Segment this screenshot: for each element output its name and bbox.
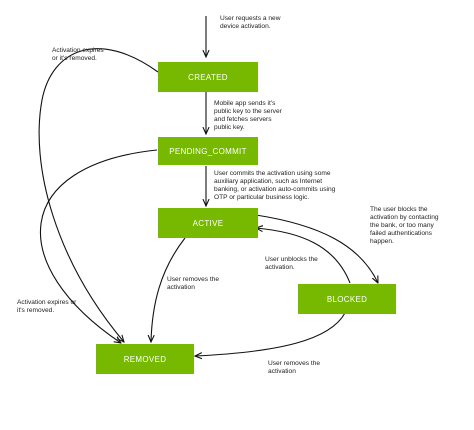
note-remove-from-active: User removes the activation [167, 276, 220, 291]
state-removed: REMOVED [96, 344, 194, 374]
note-activation-expires-top: Activation expires or it's removed. [52, 47, 104, 62]
note-remove-from-blocked: User removes the activation [268, 360, 321, 375]
note-block-activation: The user blocks the activation by contac… [370, 206, 439, 245]
note-commit-activation: User commits the activation using some a… [214, 170, 336, 201]
state-active: ACTIVE [158, 208, 258, 238]
state-created: CREATED [158, 62, 258, 92]
arrow-created-to-removed [38, 48, 159, 342]
note-key-exchange: Mobile app sends it's public key to the … [214, 100, 282, 131]
arrow-blocked-to-removed [195, 312, 346, 356]
note-activation-expires-left: Activation expires or it's removed. [17, 299, 77, 314]
arrow-pending-commit-to-removed [39, 149, 158, 343]
arrow-blocked-to-active [256, 228, 351, 284]
state-blocked: BLOCKED [298, 284, 396, 314]
state-pending-commit: PENDING_COMMIT [158, 137, 258, 165]
note-unblock-activation: User unblocks the activation. [265, 256, 318, 271]
note-activation-request: User requests a new device activation. [220, 15, 281, 30]
arrow-active-to-removed [151, 237, 186, 342]
arrow-active-to-blocked [255, 214, 378, 283]
